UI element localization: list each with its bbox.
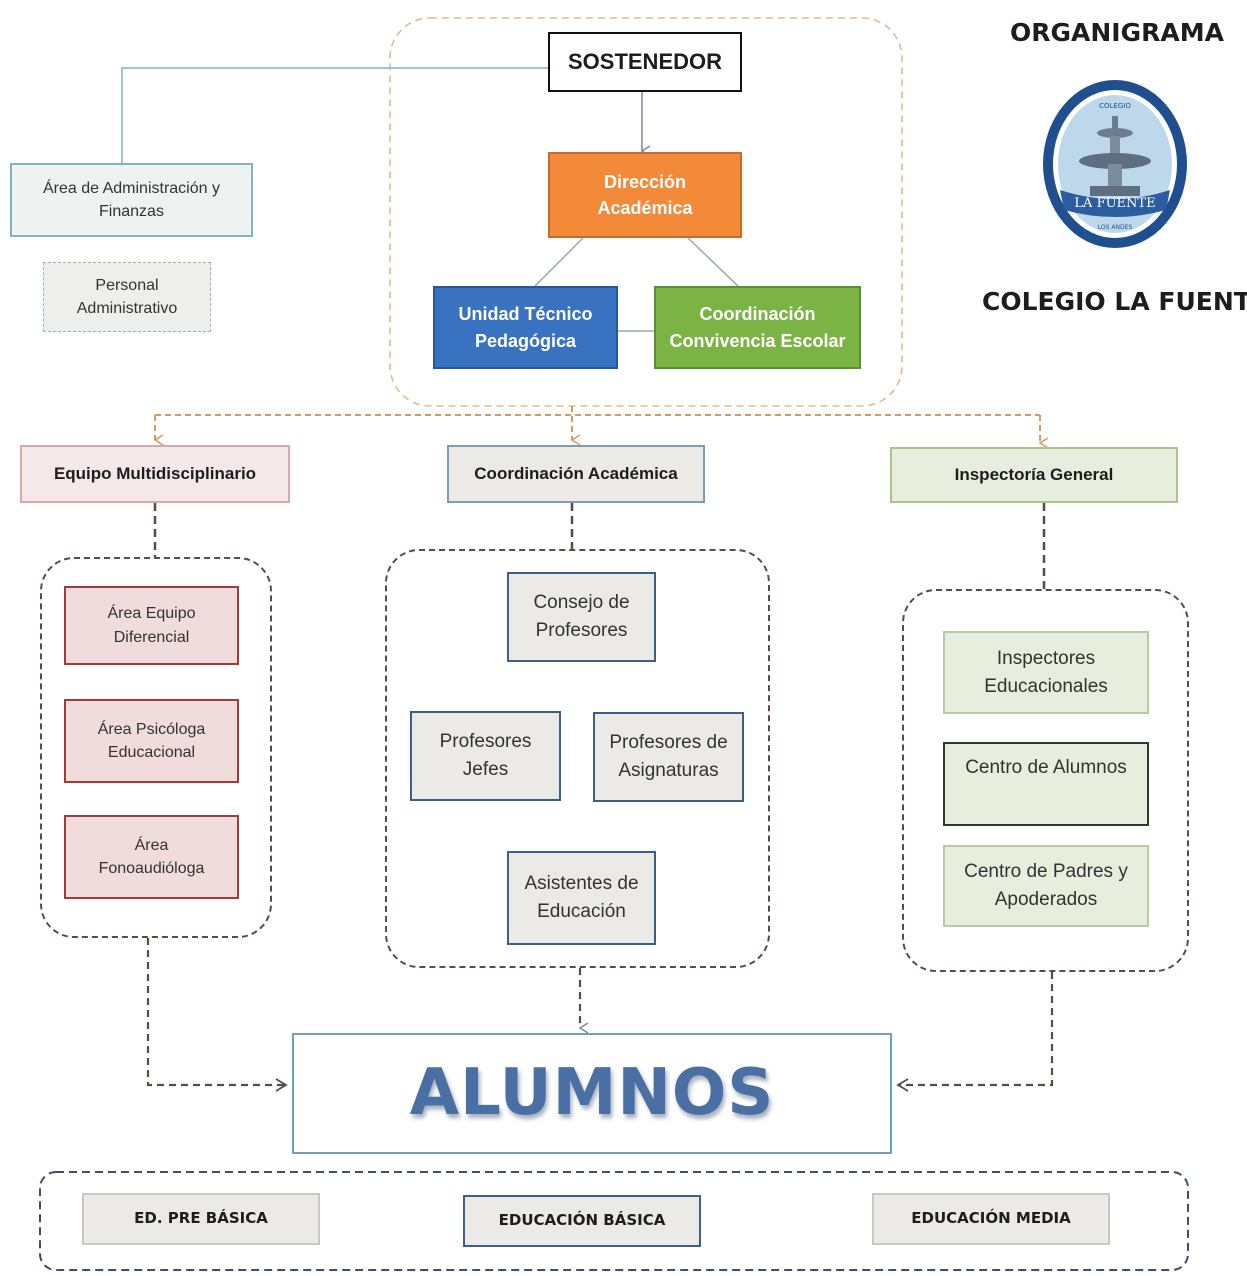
connector-insp-alumnos — [896, 972, 1054, 1092]
connector-sostenedor-admin — [121, 67, 548, 163]
school-logo: COLEGIO LA FUENTE LOS ANDES — [1040, 78, 1190, 250]
management-outline — [389, 17, 903, 407]
level-basica-box: EDUCACIÓN BÁSICA — [463, 1195, 701, 1247]
equipo-multidisciplinario-title: Equipo Multidisciplinario — [20, 445, 290, 503]
svg-text:LOS ANDES: LOS ANDES — [1098, 224, 1133, 231]
connector-multi-alumnos — [146, 938, 288, 1092]
level-media-box: EDUCACIÓN MEDIA — [872, 1193, 1110, 1245]
alumnos-box: ALUMNOS — [292, 1033, 892, 1154]
school-name: COLEGIO LA FUENTE — [982, 287, 1247, 316]
level-pre-basica-box: ED. PRE BÁSICA — [82, 1193, 320, 1245]
levels-outline — [39, 1171, 1189, 1271]
coordinacion-academica-title: Coordinación Académica — [447, 445, 705, 503]
profesores-jefes-box: Profesores Jefes — [410, 711, 561, 801]
direccion-academica-box: Dirección Académica — [548, 152, 742, 238]
area-equipo-diferencial-box: Área Equipo Diferencial — [64, 586, 239, 665]
personal-administrativo-box: Personal Administrativo — [43, 262, 211, 332]
centro-de-padres-box: Centro de Padres y Apoderados — [943, 845, 1149, 927]
coordinacion-convivencia-box: Coordinación Convivencia Escolar — [654, 286, 861, 369]
sostenedor-box: SOSTENEDOR — [548, 32, 742, 92]
svg-text:LA FUENTE: LA FUENTE — [1074, 196, 1155, 211]
alumnos-label: ALUMNOS — [409, 1056, 775, 1131]
centro-de-alumnos-box: Centro de Alumnos — [943, 742, 1149, 826]
connector-direccion-utp — [534, 237, 584, 287]
organigrama-title: ORGANIGRAMA — [1010, 18, 1224, 47]
area-fonoaudiologa-box: Área Fonoaudióloga — [64, 815, 239, 899]
profesores-de-asignaturas-box: Profesores de Asignaturas — [593, 712, 744, 802]
connector-direccion-convivencia — [687, 237, 739, 287]
asistentes-de-educacion-box: Asistentes de Educación — [507, 851, 656, 945]
admin-finanzas-box: Área de Administración y Finanzas — [10, 163, 253, 237]
inspectores-educacionales-box: Inspectores Educacionales — [943, 631, 1149, 714]
area-psicologa-educacional-box: Área Psicóloga Educacional — [64, 699, 239, 783]
unidad-tecnico-pedagogica-box: Unidad Técnico Pedagógica — [433, 286, 618, 369]
consejo-de-profesores-box: Consejo de Profesores — [507, 572, 656, 662]
inspectoria-general-title: Inspectoría General — [890, 447, 1178, 503]
svg-text:COLEGIO: COLEGIO — [1099, 102, 1131, 110]
